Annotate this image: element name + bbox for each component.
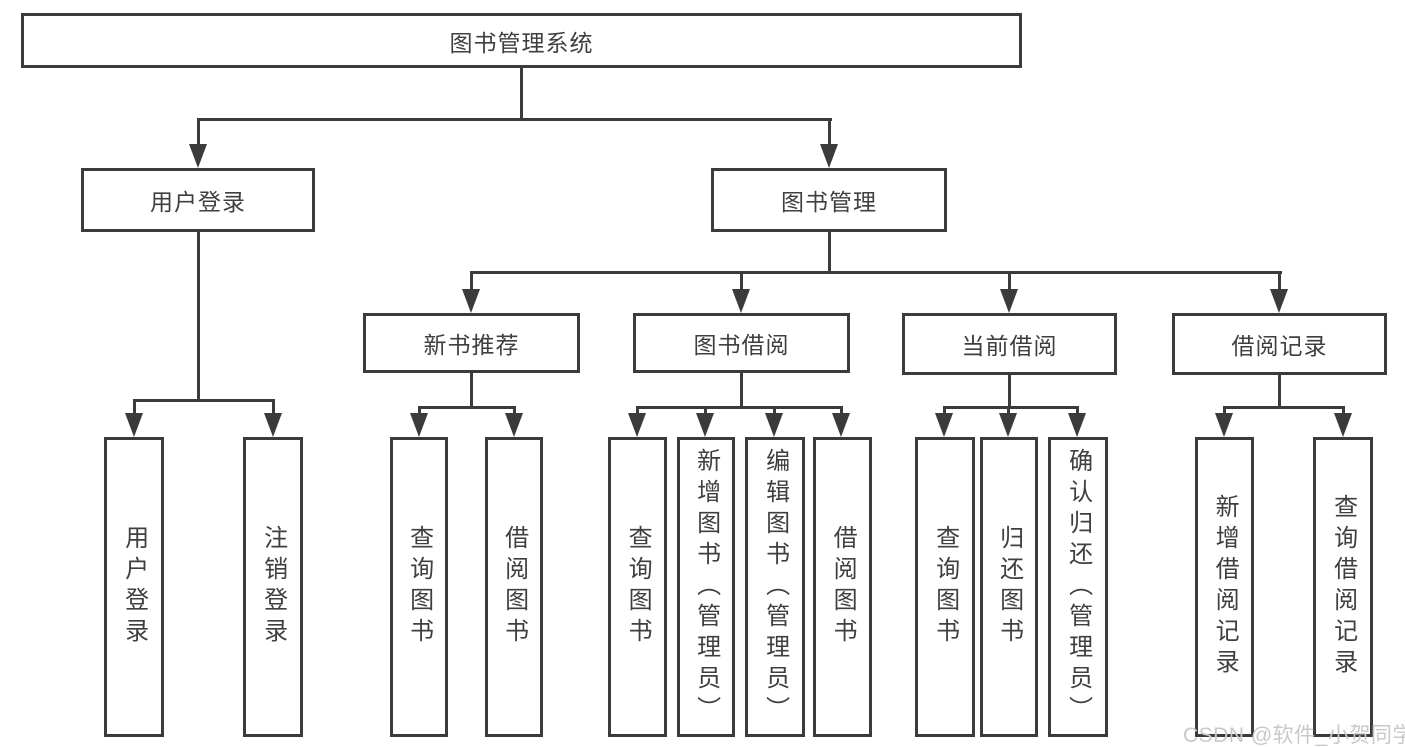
arrow-down-icon <box>1215 413 1233 437</box>
connector-drop-book-management <box>828 118 831 148</box>
node-current-borrowing: 当前借阅 <box>902 313 1117 375</box>
leaf-query-books-recommend-label: 查询图书 <box>405 525 433 649</box>
arrow-down-icon <box>935 413 953 437</box>
arrow-down-icon <box>125 413 143 437</box>
leaf-query-books-recommend: 查询图书 <box>390 437 448 737</box>
connector-book-management-split <box>470 271 1282 274</box>
connector-drop-section <box>470 271 473 291</box>
arrow-down-icon <box>765 413 783 437</box>
connector-section-stem <box>1278 373 1281 409</box>
arrow-down-icon <box>505 413 523 437</box>
connector-section-stem <box>1008 373 1011 409</box>
arrow-down-icon <box>999 413 1017 437</box>
node-current-borrowing-label: 当前借阅 <box>961 333 1058 359</box>
connector-drop-leaf <box>418 406 421 416</box>
connector-section-split <box>636 406 843 409</box>
connector-drop-section <box>1008 271 1011 291</box>
arrow-down-icon <box>820 144 838 168</box>
node-borrowing-records-label: 借阅记录 <box>1231 333 1328 359</box>
node-user-login: 用户登录 <box>81 168 315 232</box>
connector-drop-leaf <box>272 399 275 415</box>
connector-drop-leaf <box>1007 406 1010 416</box>
node-root-label: 图书管理系统 <box>449 29 594 56</box>
leaf-add-books-admin-label: 新增图书（管理员） <box>692 447 720 727</box>
connector-root-split <box>197 118 832 121</box>
arrow-down-icon <box>462 289 480 313</box>
arrow-down-icon <box>189 144 207 168</box>
node-borrowing-records: 借阅记录 <box>1172 313 1387 375</box>
connector-drop-user-login <box>197 118 200 148</box>
connector-drop-leaf <box>133 399 136 415</box>
connector-user-login-stem <box>197 232 200 402</box>
leaf-return-books-label: 归还图书 <box>995 525 1023 649</box>
arrow-down-icon <box>628 413 646 437</box>
leaf-borrow-books-recommend-label: 借阅图书 <box>500 525 528 649</box>
arrow-down-icon <box>1000 289 1018 313</box>
arrow-down-icon <box>1270 289 1288 313</box>
leaf-query-books-borrowing-label: 查询图书 <box>624 525 652 649</box>
leaf-borrow-books-recommend: 借阅图书 <box>485 437 543 737</box>
leaf-logout: 注销登录 <box>243 437 303 737</box>
leaf-confirm-return-admin: 确认归还（管理员） <box>1048 437 1108 737</box>
node-book-borrowing-label: 图书借阅 <box>693 332 790 358</box>
arrow-down-icon <box>1334 413 1352 437</box>
leaf-add-borrow-record-label: 新增借阅记录 <box>1211 494 1239 680</box>
leaf-borrow-books: 借阅图书 <box>813 437 872 737</box>
connector-drop-section <box>1278 271 1281 291</box>
leaf-query-books-borrowing: 查询图书 <box>608 437 667 737</box>
node-book-borrowing: 图书借阅 <box>633 313 850 373</box>
connector-user-login-split <box>133 399 275 402</box>
connector-section-stem <box>740 373 743 409</box>
leaf-confirm-return-admin-label: 确认归还（管理员） <box>1064 447 1092 727</box>
connector-section-split <box>943 406 1079 409</box>
connector-drop-leaf <box>1342 406 1345 416</box>
csdn-watermark: CSDN @软件_小贺同学 <box>1183 724 1405 747</box>
leaf-add-books-admin: 新增图书（管理员） <box>677 437 735 737</box>
node-new-book-recommend-label: 新书推荐 <box>423 332 520 358</box>
arrow-down-icon <box>832 413 850 437</box>
connector-drop-leaf <box>943 406 946 416</box>
node-book-management: 图书管理 <box>711 168 947 232</box>
arrow-down-icon <box>696 413 714 437</box>
connector-drop-section <box>740 271 743 291</box>
leaf-query-books-current: 查询图书 <box>915 437 975 737</box>
connector-drop-leaf <box>1223 406 1226 416</box>
connector-drop-leaf <box>1076 406 1079 416</box>
leaf-add-borrow-record: 新增借阅记录 <box>1195 437 1254 737</box>
node-root: 图书管理系统 <box>21 13 1022 68</box>
node-book-management-label: 图书管理 <box>781 189 877 215</box>
connector-section-stem <box>470 373 473 409</box>
leaf-edit-books-admin: 编辑图书（管理员） <box>745 437 805 737</box>
leaf-user-login-label: 用户登录 <box>120 525 148 649</box>
connector-root-stem <box>520 68 523 120</box>
leaf-user-login: 用户登录 <box>104 437 164 737</box>
connector-section-split <box>418 406 516 409</box>
node-user-login-label: 用户登录 <box>150 189 246 215</box>
leaf-query-books-current-label: 查询图书 <box>931 525 959 649</box>
connector-drop-leaf <box>513 406 516 416</box>
connector-drop-leaf <box>773 406 776 416</box>
leaf-borrow-books-label: 借阅图书 <box>829 525 857 649</box>
arrow-down-icon <box>410 413 428 437</box>
leaf-edit-books-admin-label: 编辑图书（管理员） <box>761 447 789 727</box>
arrow-down-icon <box>264 413 282 437</box>
connector-drop-leaf <box>704 406 707 416</box>
leaf-return-books: 归还图书 <box>980 437 1038 737</box>
leaf-logout-label: 注销登录 <box>259 525 287 649</box>
node-new-book-recommend: 新书推荐 <box>363 313 580 373</box>
connector-drop-leaf <box>840 406 843 416</box>
leaf-query-borrow-record-label: 查询借阅记录 <box>1329 494 1357 680</box>
arrow-down-icon <box>732 289 750 313</box>
connector-section-split <box>1223 406 1345 409</box>
arrow-down-icon <box>1068 413 1086 437</box>
connector-drop-leaf <box>636 406 639 416</box>
connector-book-management-stem <box>828 232 831 274</box>
leaf-query-borrow-record: 查询借阅记录 <box>1313 437 1373 737</box>
